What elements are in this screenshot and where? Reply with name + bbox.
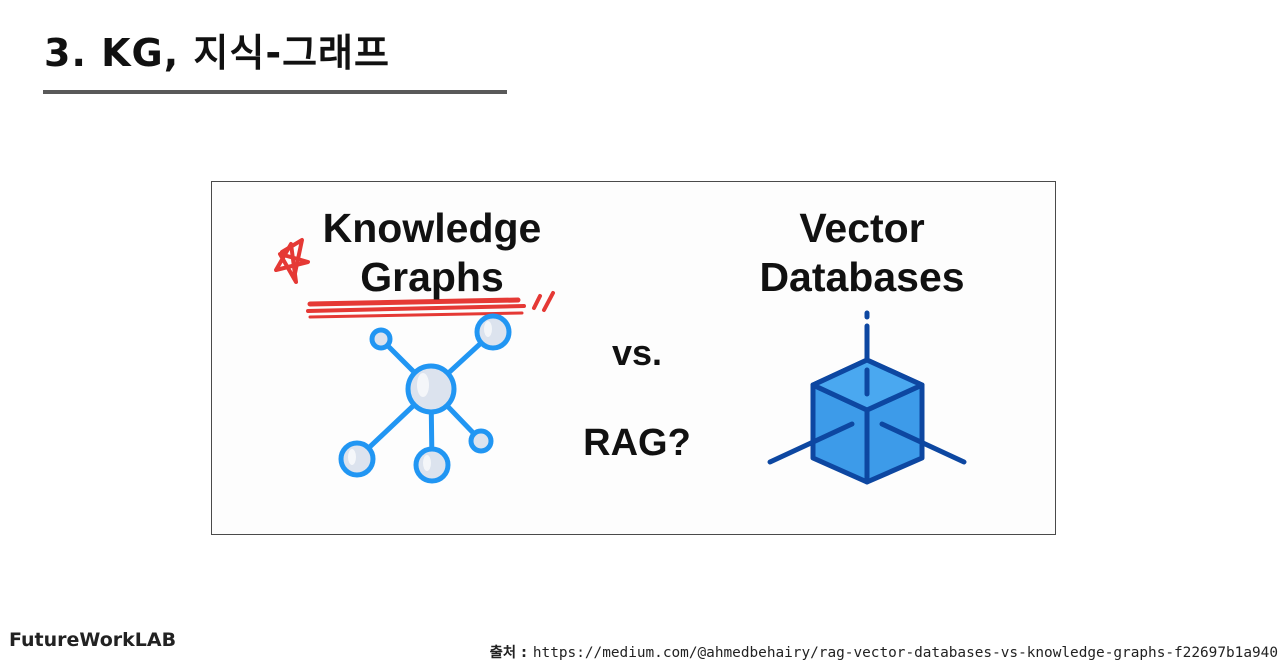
knowledge-graphs-title: Knowledge Graphs xyxy=(272,204,592,302)
knowledge-graphs-title-line2: Graphs xyxy=(360,254,504,300)
knowledge-graph-icon xyxy=(338,313,512,484)
vector-databases-title-line2: Databases xyxy=(759,254,965,300)
figure-graphics xyxy=(274,238,967,485)
vector-databases-title: Vector Databases xyxy=(712,204,1012,302)
brand-label: FutureWorkLAB xyxy=(9,629,177,651)
title-divider xyxy=(43,90,507,94)
slide-title: 3. KG, 지식-그래프 xyxy=(44,31,390,75)
vector-databases-title-line1: Vector xyxy=(799,205,925,251)
vector-cube-icon xyxy=(767,310,967,485)
source-citation: 출처 : https://medium.com/@ahmedbehairy/rag… xyxy=(490,641,1278,662)
source-url[interactable]: https://medium.com/@ahmedbehairy/rag-vec… xyxy=(532,645,1278,661)
star-scribble-icon xyxy=(274,238,310,284)
versus-label: vs. xyxy=(611,332,663,373)
red-underline-marks xyxy=(306,291,555,319)
source-label: 출처 : xyxy=(489,645,527,661)
knowledge-graphs-title-line1: Knowledge xyxy=(322,205,542,251)
rag-question-label: RAG? xyxy=(583,422,691,464)
comparison-figure: Knowledge Graphs Vector Databases vs. RA… xyxy=(211,181,1056,535)
